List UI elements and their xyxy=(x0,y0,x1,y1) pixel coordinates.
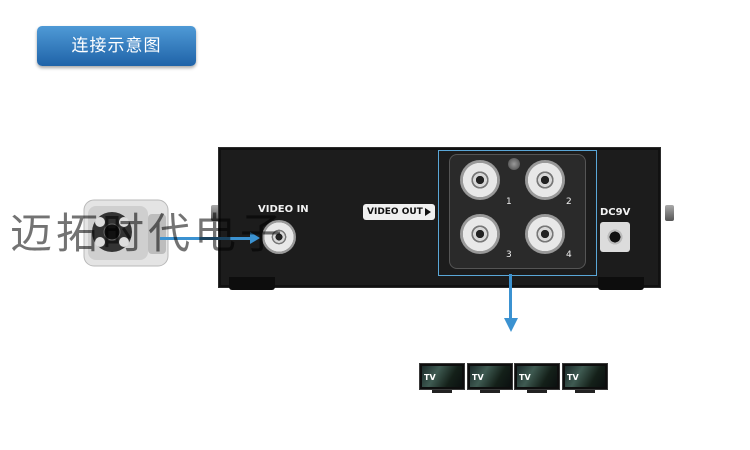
right-side-screw-icon xyxy=(665,205,674,221)
output-arrow-line xyxy=(509,274,512,319)
tv-3-stand xyxy=(527,390,547,393)
video-in-label: VIDEO IN xyxy=(258,204,309,215)
input-arrow-head-icon xyxy=(250,232,260,244)
output-port-4-bnc-icon xyxy=(525,214,565,254)
tv-4: TV xyxy=(562,363,608,390)
port-number-2: 2 xyxy=(566,197,572,207)
output-ports-highlight xyxy=(438,150,597,276)
tv-1: TV xyxy=(419,363,465,390)
tv-2-stand xyxy=(480,390,500,393)
device-foot-left xyxy=(229,277,275,290)
output-port-2-bnc-icon xyxy=(525,160,565,200)
security-camera-icon xyxy=(83,199,169,267)
output-port-1-bnc-icon xyxy=(460,160,500,200)
video-in-bnc-icon xyxy=(262,220,296,254)
panel-screw-icon xyxy=(508,158,520,170)
port-number-4: 4 xyxy=(566,250,572,260)
dc-power-jack-icon xyxy=(600,222,630,252)
output-arrow-head-icon xyxy=(504,318,518,332)
input-arrow-line xyxy=(160,237,250,240)
output-port-3-bnc-icon xyxy=(460,214,500,254)
video-splitter-device xyxy=(218,147,661,288)
port-number-1: 1 xyxy=(506,197,512,207)
tv-3: TV xyxy=(514,363,560,390)
video-out-label: VIDEO OUT xyxy=(363,204,435,220)
diagram-title-badge: 连接示意图 xyxy=(37,26,196,66)
dc-power-label: DC9V xyxy=(600,207,631,218)
device-foot-right xyxy=(598,277,644,290)
left-side-screw-icon xyxy=(211,205,220,221)
port-number-3: 3 xyxy=(506,250,512,260)
tv-1-stand xyxy=(432,390,452,393)
tv-4-stand xyxy=(575,390,595,393)
watermark-text: 迈拓时代电子 xyxy=(10,209,287,258)
tv-2: TV xyxy=(467,363,513,390)
